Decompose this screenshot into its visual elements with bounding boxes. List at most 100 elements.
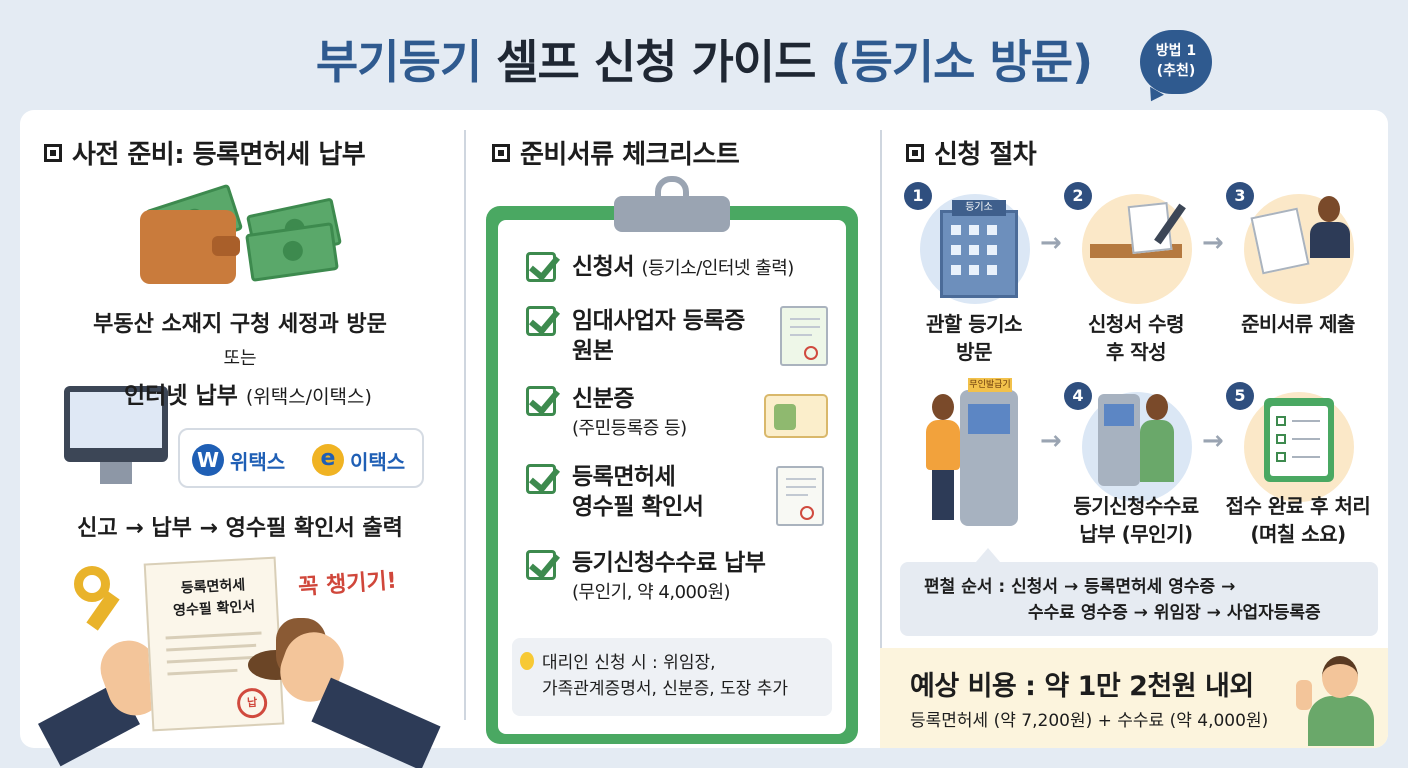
step1-line2: 방문 (956, 340, 992, 364)
computer-monitor-icon (64, 386, 168, 462)
certificate-document-icon (780, 306, 828, 366)
wetax-link[interactable]: 위택스 (230, 450, 286, 474)
step5-label: 접수 완료 후 처리 (며칠 소요) (1210, 492, 1386, 548)
cost-sub-text: 등록면허세 (약 7,200원) + 수수료 (약 4,000원) (910, 711, 1269, 731)
clerk-head-icon (1318, 196, 1340, 222)
section-heading-procedure-text: 신청 절차 (934, 140, 1037, 170)
callout-tail-icon (976, 548, 1000, 562)
step4-line2: 납부 (무인기) (1079, 522, 1193, 546)
checklist-item-sub: (등기소/인터넷 출력) (641, 258, 795, 279)
man-body-icon (1308, 696, 1374, 746)
method-badge: 방법 1 (추천) (1140, 30, 1212, 94)
seal-stamp-text: 납 (246, 695, 258, 710)
title-part3: (등기소 방문) (830, 35, 1093, 89)
payment-kiosk-icon (1098, 394, 1140, 486)
etax-logo-icon: e (312, 444, 344, 476)
checkbox-icon (526, 386, 556, 416)
badge-line1: 방법 1 (1155, 43, 1197, 59)
clerk-body-icon (1310, 222, 1350, 258)
building-sign: 등기소 (952, 200, 1006, 216)
checklist-item-main: 신청서 (572, 254, 634, 280)
badge-line2: (추천) (1156, 63, 1196, 79)
receipt-document-icon (776, 466, 824, 526)
visitor-head-icon (932, 394, 954, 420)
etax-link[interactable]: 이택스 (350, 450, 406, 474)
key-icon (74, 566, 110, 602)
bullet-square-icon (906, 144, 924, 162)
title-part1: 부기등기 (315, 35, 482, 89)
checklist-item-main2: 원본 (572, 338, 614, 364)
section-heading-procedure: 신청 절차 (906, 134, 1037, 171)
wetax-logo-icon: W (192, 444, 224, 476)
online-payment-sub: (위택스/이택스) (245, 386, 372, 408)
seal-stamp-icon: 납 (236, 687, 268, 719)
checklist-item-tax-receipt: 등록면허세 영수필 확인서 (572, 462, 704, 522)
section-heading-prepare: 사전 준비: 등록면허세 납부 (44, 134, 366, 171)
step5-number: 5 (1226, 382, 1254, 410)
thumbs-up-icon (1296, 680, 1312, 710)
checklist-item-main: 등록면허세 (572, 464, 676, 490)
checkbox-icon (526, 306, 556, 336)
step4-number: 4 (1064, 382, 1092, 410)
step3-label: 준비서류 제출 (1220, 310, 1376, 338)
online-payment-main: 인터넷 납부 (124, 383, 238, 409)
done-clipboard-icon (1264, 398, 1334, 482)
filing-order-box: 편철 순서 : 신청서 → 등록면허세 영수증 → 수수료 영수증 → 위임장 … (900, 562, 1378, 636)
id-card-icon (764, 394, 828, 438)
step5-line2: (며칠 소요) (1250, 522, 1346, 546)
section-heading-checklist-text: 준비서류 체크리스트 (520, 140, 740, 170)
kiosk-machine-icon (960, 390, 1018, 526)
step2-number: 2 (1064, 182, 1092, 210)
arrow-right-icon: → (1040, 228, 1062, 258)
checklist-item-main: 등기신청수수료 납부 (572, 550, 766, 576)
filing-order-line1: 편철 순서 : 신청서 → 등록면허세 영수증 → (924, 577, 1236, 597)
step2-line1: 신청서 수령 (1088, 312, 1184, 336)
proxy-tip-box: 대리인 신청 시 : 위임장, 가족관계증명서, 신분증, 도장 추가 (512, 638, 832, 716)
bullet-square-icon (44, 144, 62, 162)
checklist-item-main: 신분증 (572, 386, 634, 412)
checklist-item-main2: 영수필 확인서 (572, 494, 704, 520)
payer-body-icon (1140, 420, 1174, 482)
receipt-paper-icon: 등록면허세 영수필 확인서 납 (143, 556, 285, 732)
checklist-item-application: 신청서 (등기소/인터넷 출력) (572, 252, 794, 284)
checklist-item-id: 신분증 (주민등록증 등) (572, 384, 687, 444)
column-divider-left (464, 130, 466, 720)
step1-label: 관할 등기소 방문 (896, 310, 1052, 366)
payment-sites-box: W 위택스 e 이택스 (178, 428, 424, 488)
step5-line1: 접수 완료 후 처리 (1225, 494, 1371, 518)
online-payment-text: 인터넷 납부 (위택스/이택스) (124, 376, 372, 410)
clipboard-clip-icon (614, 196, 730, 232)
or-text: 또는 (223, 348, 257, 369)
payer-head-icon (1146, 394, 1168, 420)
step2-label: 신청서 수령 후 작성 (1058, 310, 1214, 366)
visitor-legs-icon (932, 470, 954, 520)
proxy-tip-line2: 가족관계증명서, 신분증, 도장 추가 (542, 679, 788, 699)
wallet-icon (140, 210, 240, 284)
bullet-square-icon (492, 144, 510, 162)
cost-main-text: 예상 비용 : 약 1만 2천원 내외 (910, 671, 1254, 702)
step1-line1: 관할 등기소 (926, 312, 1022, 336)
checklist-item-main: 임대사업자 등록증 (572, 308, 745, 334)
visit-office-text: 부동산 소재지 구청 세정과 방문 (93, 312, 387, 337)
step3-number: 3 (1226, 182, 1254, 210)
arrow-right-icon: → (1202, 426, 1224, 456)
column-divider-right (880, 130, 882, 720)
checklist-item-rental-cert: 임대사업자 등록증 원본 (572, 306, 745, 366)
building-icon (940, 210, 1018, 298)
step1-number: 1 (904, 182, 932, 210)
step3-line1: 준비서류 제출 (1241, 312, 1355, 336)
man-head-icon (1322, 656, 1358, 698)
proxy-tip-line1: 대리인 신청 시 : 위임장, (542, 653, 716, 673)
lightbulb-icon (520, 652, 534, 670)
arrow-right-icon: → (1202, 228, 1224, 258)
step2-line2: 후 작성 (1105, 340, 1167, 364)
checklist-item-sub: (주민등록증 등) (572, 418, 687, 439)
section-heading-checklist: 준비서류 체크리스트 (492, 134, 740, 171)
step4-line1: 등기신청수수료 (1073, 494, 1199, 518)
title-part2: 셀프 신청 가이드 (496, 35, 816, 89)
page-title: 부기등기 셀프 신청 가이드 (등기소 방문) (0, 26, 1408, 92)
checklist-item-sub: (무인기, 약 4,000원) (572, 582, 731, 603)
arrow-right-icon: → (1040, 426, 1062, 456)
monitor-stand-icon (100, 462, 132, 484)
checkbox-icon (526, 550, 556, 580)
